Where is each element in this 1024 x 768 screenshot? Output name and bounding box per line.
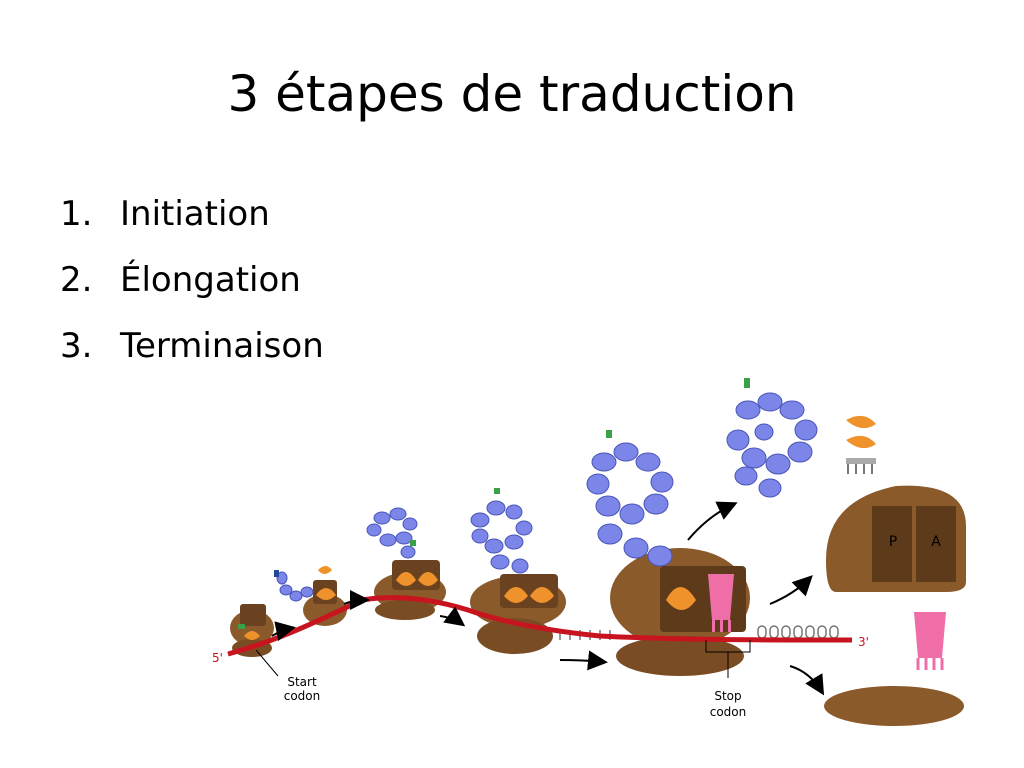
stop-codon-label-1: Stop [714,689,741,703]
start-codon-pointer [255,649,279,677]
five-prime-label: 5' [212,651,223,665]
step-termination: 3. Terminaison [60,318,324,384]
trailing-codons [757,625,839,639]
p-site-label: P [889,534,897,550]
peptide-tip [744,378,750,388]
ribosome-2 [303,566,347,626]
peptide-tip [410,540,416,546]
release-factor [914,612,946,670]
peptide-chain-4 [470,500,533,574]
ribosome-3 [374,560,446,620]
ribosome-termination [610,548,750,676]
start-codon-label-2: codon [284,689,321,703]
step-label: Initiation [120,194,270,234]
peptide-tip [494,488,500,494]
step-initiation: 1. Initiation [60,186,324,252]
stop-codon-label-2: codon [710,705,747,719]
step-number: 3. [60,326,93,366]
a-site-label: A [931,534,941,550]
step-label: Terminaison [120,326,324,366]
step-number: 1. [60,194,93,234]
peptide-cap [274,570,279,577]
released-peptide [726,392,818,498]
ribosome-large-subunit [826,485,966,592]
peptide-tip [606,430,612,438]
mrna-strand [227,595,853,657]
process-arrows [271,501,825,696]
translation-steps-list: 1. Initiation 2. Élongation 3. Terminaison [60,186,324,384]
step-label: Élongation [120,260,301,300]
peptide-chain-5 [586,442,674,567]
step-number: 2. [60,260,93,300]
slide-title: 3 étapes de traduction [227,65,797,123]
released-trna [846,415,876,474]
peptide-chain-3 [366,507,418,559]
ribosome-small-subunit [824,686,964,726]
peptide-chain-2 [276,571,314,602]
start-codon-label-1: Start [287,675,317,689]
three-prime-label: 3' [858,635,869,649]
step-elongation: 2. Élongation [60,252,324,318]
